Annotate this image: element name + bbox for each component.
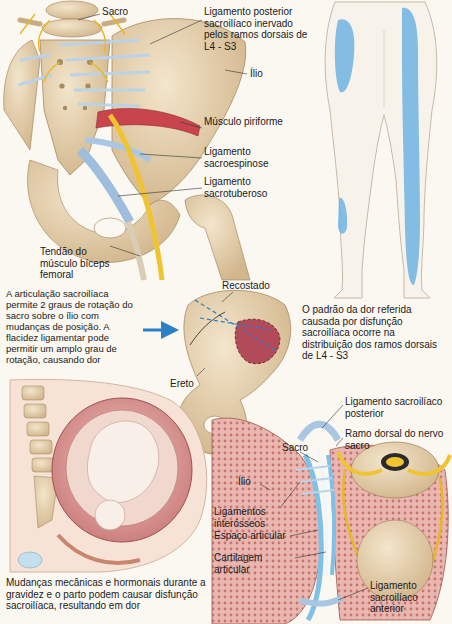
- arrow: [143, 329, 170, 332]
- part-label: Ligamento sacroespinose: [204, 146, 304, 169]
- joint-section: [212, 405, 450, 624]
- part-label: Sacro: [282, 442, 322, 454]
- note-text: O padrão da dor referida causada por dis…: [302, 304, 448, 362]
- part-label: Ligamento sacrotuberoso: [204, 176, 304, 199]
- part-label: Ereto: [170, 378, 210, 390]
- part-label: Ligamento sacroilíaco posterior: [345, 396, 450, 419]
- part-label: Espaço articular: [214, 530, 290, 542]
- pregnancy-figure: [10, 379, 207, 572]
- part-label: Recostado: [222, 280, 282, 292]
- part-label: Músculo piriforme: [204, 116, 294, 128]
- part-label: Ramo dorsal do nervo sacro: [345, 428, 450, 451]
- part-label: Ligamento sacroilíaco anterior: [370, 580, 448, 615]
- part-label: Ílio: [250, 68, 280, 80]
- part-label: Ligamento posterior sacroilíaco inervado…: [204, 6, 316, 52]
- part-label: Cartilagem articular: [214, 552, 294, 575]
- part-label: Sacro: [102, 6, 142, 18]
- part-label: Ligamentos interósseos: [214, 506, 280, 529]
- legs-figure: [325, 2, 437, 298]
- note-text: A articulação sacroilíaca permite 2 grau…: [6, 289, 140, 365]
- note-text: Mudanças mecânicas e hormonais durante a…: [6, 577, 210, 612]
- part-label: Tendão do músculo bíceps femoral: [40, 246, 110, 281]
- part-label: Ílio: [238, 476, 268, 488]
